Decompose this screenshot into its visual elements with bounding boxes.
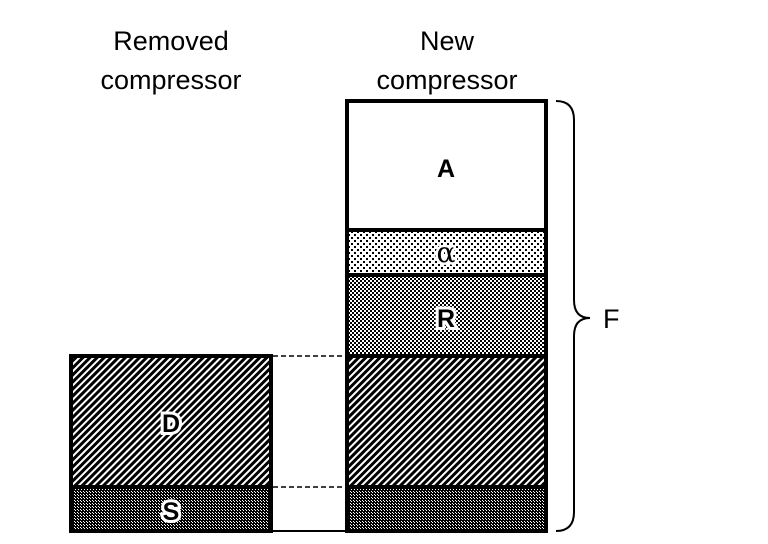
removed-segment-D	[71, 356, 271, 487]
new-segment-alpha	[347, 230, 546, 275]
new-segment-R	[347, 275, 546, 356]
label-alpha: α	[437, 236, 456, 269]
new-segment-A	[347, 101, 546, 230]
removed-segment-S	[71, 487, 271, 531]
removed-compressor-stack: D S	[69, 354, 273, 533]
new-compressor-stack: A α R	[345, 99, 548, 533]
brace-F	[555, 100, 591, 532]
new-compressor-header-line2: compressor	[376, 65, 517, 95]
label-A: A	[437, 155, 455, 183]
removed-compressor-header-line2: compressor	[100, 65, 241, 95]
new-segment-D	[347, 356, 546, 487]
label-D: D	[162, 410, 180, 438]
label-S: S	[163, 498, 180, 526]
new-segment-S	[347, 487, 546, 531]
label-F: F	[603, 304, 620, 334]
removed-compressor-header-line1: Removed	[113, 26, 229, 56]
label-R: R	[437, 305, 455, 333]
new-compressor-header-line1: New	[420, 26, 475, 56]
